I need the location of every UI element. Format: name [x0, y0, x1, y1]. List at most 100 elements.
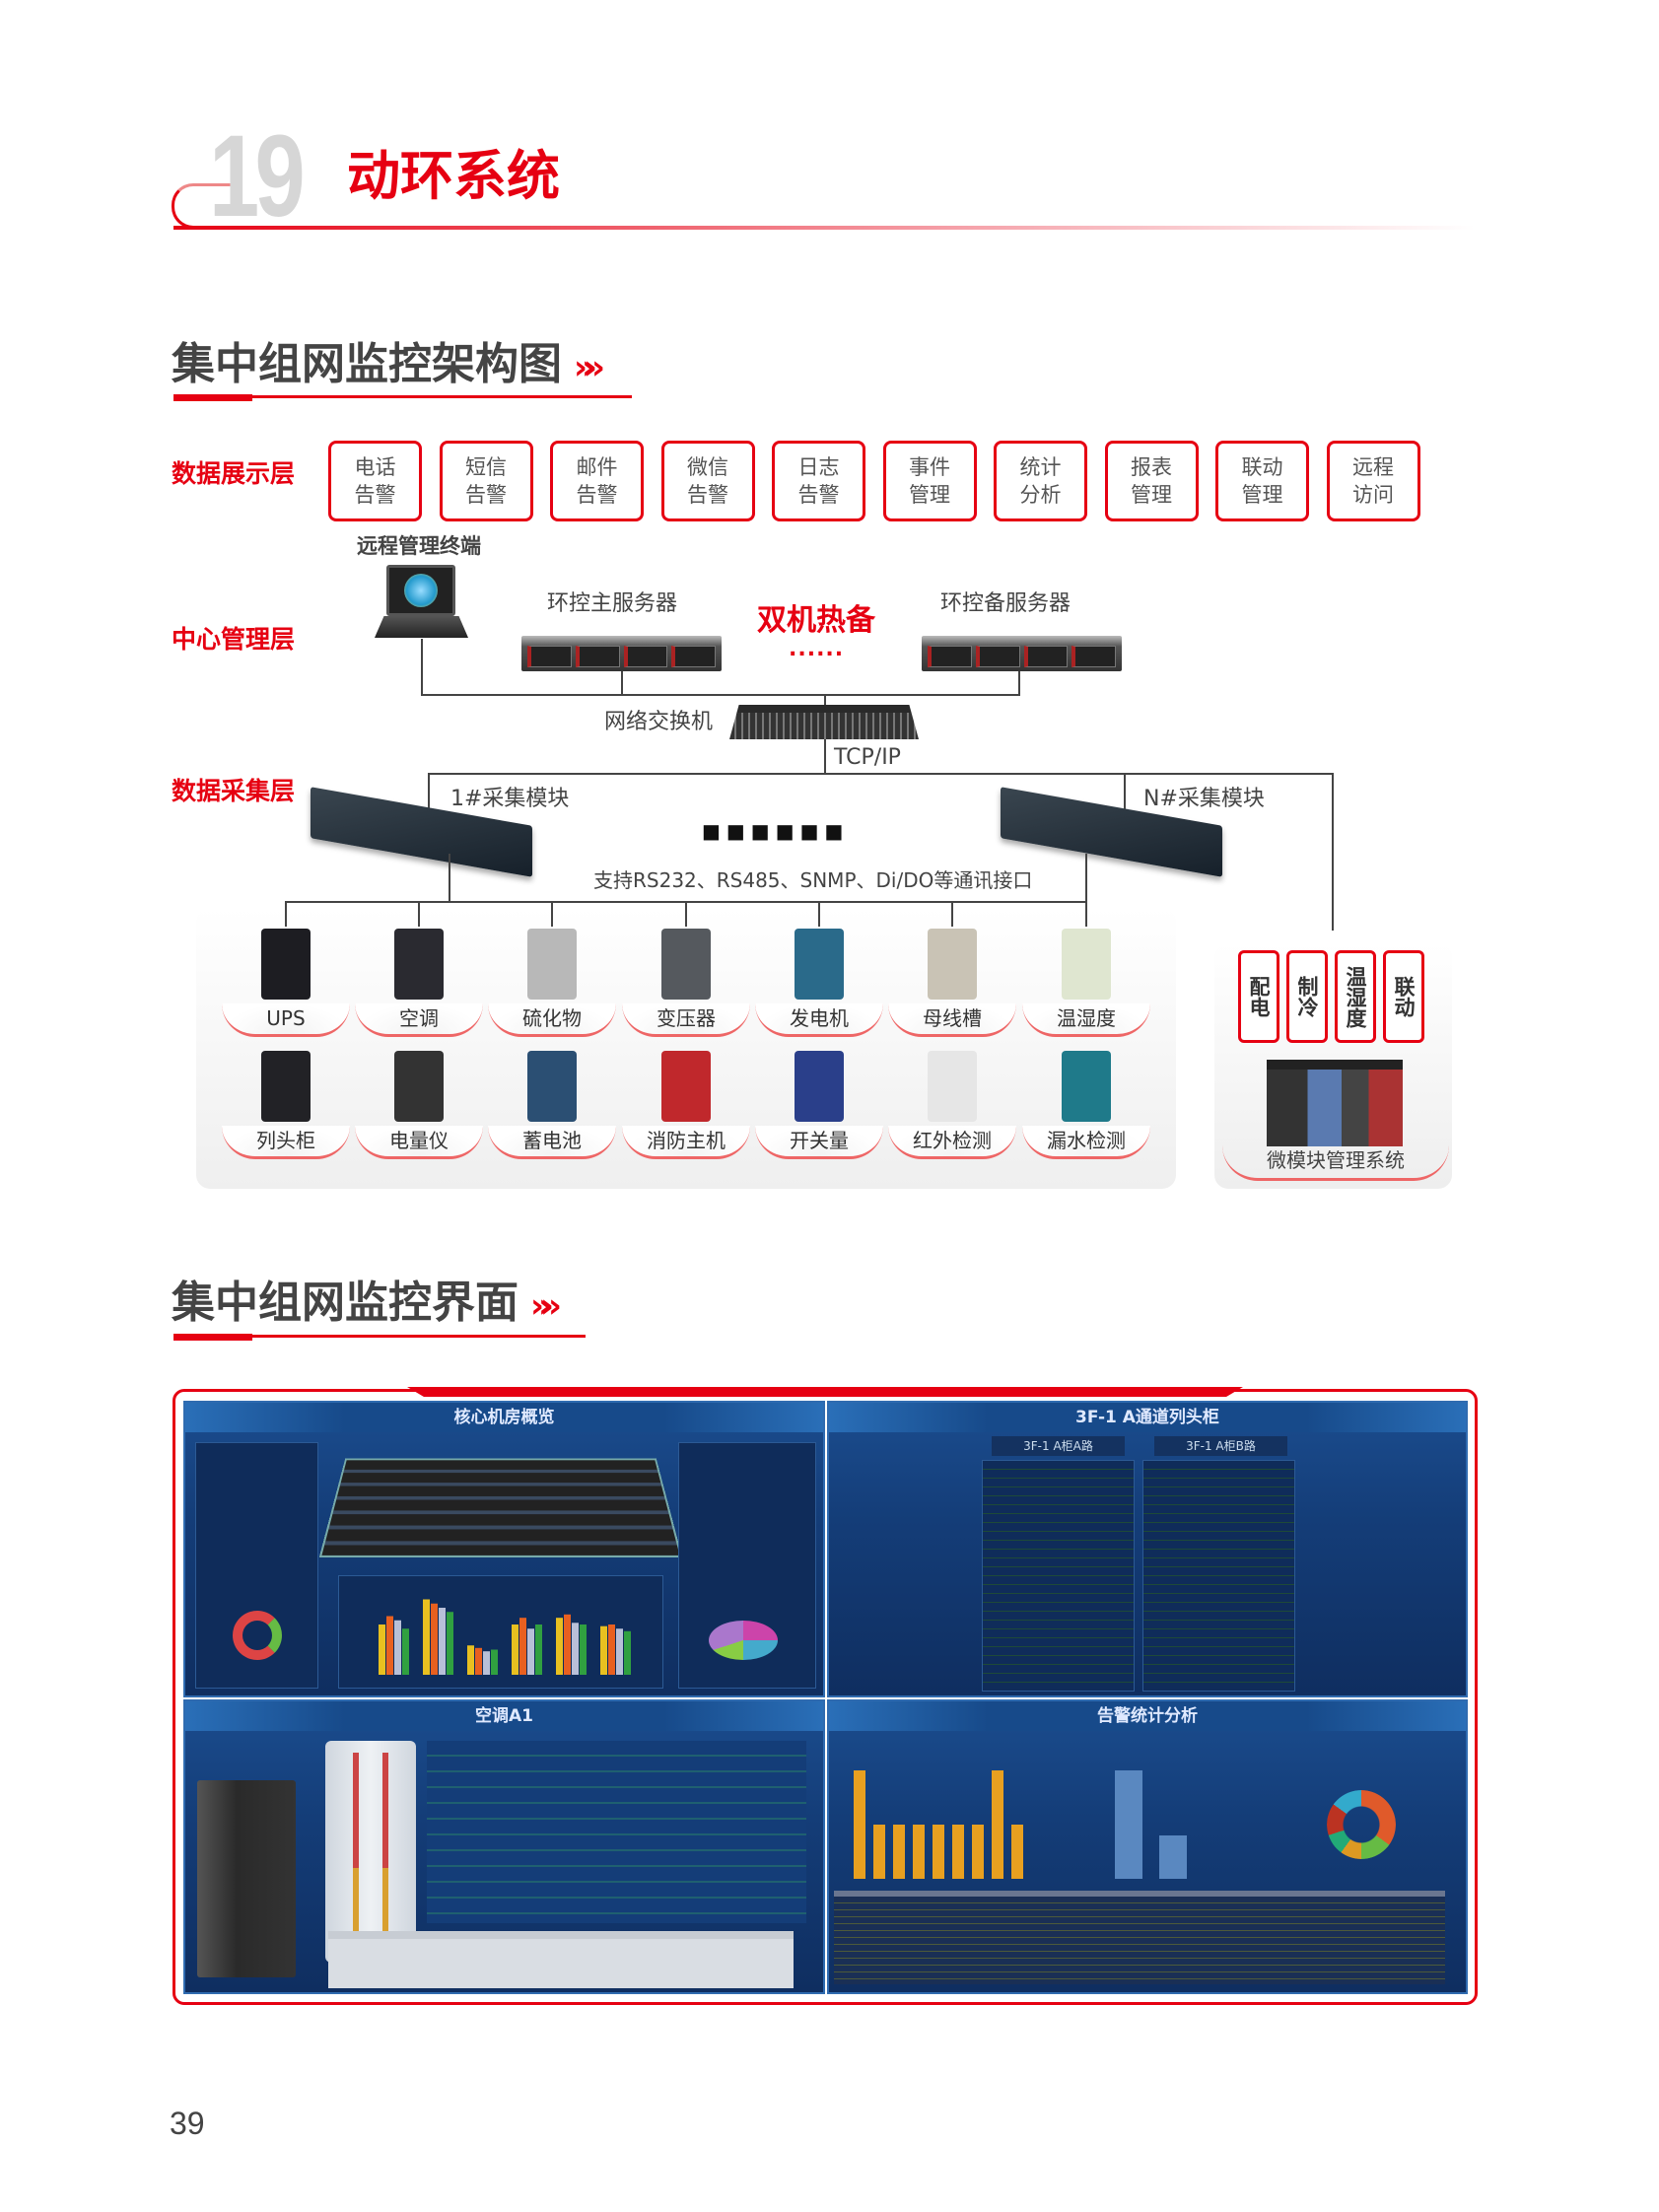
- overview-bar: [394, 1620, 401, 1675]
- function-box: 短信告警: [439, 441, 533, 521]
- overview-bar-chart: [338, 1575, 663, 1689]
- thermometer-gauge: [325, 1741, 416, 1963]
- function-box-line1: 统计: [1019, 455, 1062, 479]
- moduleN-label: N#采集模块: [1143, 787, 1265, 811]
- overview-bar: [386, 1616, 393, 1675]
- section-title: 集中组网监控界面: [172, 1278, 518, 1328]
- function-box-line1: 电话: [354, 455, 396, 479]
- overview-bar: [519, 1618, 526, 1675]
- overview-bar: [467, 1645, 474, 1675]
- function-box-line2: 管理: [909, 483, 950, 507]
- device-label: 空调: [355, 1003, 483, 1037]
- device-item: 空调: [355, 929, 483, 1042]
- overview-bar: [600, 1625, 607, 1675]
- hot-standby-dots: ......: [789, 637, 845, 661]
- dashboard-panel-air-conditioner: 空调A1: [183, 1699, 825, 1994]
- function-box: 日志告警: [772, 441, 865, 521]
- function-box-line1: 日志: [797, 455, 840, 479]
- device-item: 消防主机: [622, 1051, 750, 1164]
- device-icon: [661, 929, 711, 1000]
- alarm-type-bar: [972, 1825, 984, 1879]
- page-number: 39: [170, 2106, 205, 2141]
- browser-icon: [404, 574, 438, 607]
- cabinet-a-route-header: 3F-1 A柜A路: [992, 1436, 1125, 1456]
- alarm-level-chart: [1115, 1770, 1187, 1879]
- function-box-line1: 联动: [1241, 455, 1283, 479]
- overview-bar: [572, 1623, 579, 1675]
- chapter-number: 19: [209, 111, 306, 242]
- panel-title: 告警统计分析: [829, 1701, 1466, 1731]
- connector-line: [818, 901, 820, 927]
- dashboard-panel-column-cabinet: 3F-1 A通道列头柜 3F-1 A柜A路 3F-1 A柜B路: [827, 1401, 1468, 1697]
- layer-label-display: 数据展示层: [172, 459, 296, 488]
- device-icon: [661, 1051, 711, 1122]
- section-underline: [173, 1335, 586, 1338]
- section-title: 集中组网监控架构图: [172, 339, 562, 389]
- section-underline-accent: [173, 1334, 252, 1341]
- function-box-line1: 短信: [465, 455, 507, 479]
- device-label: 温湿度: [1022, 1003, 1150, 1037]
- module1-label: 1#采集模块: [450, 787, 570, 811]
- device-label: 母线槽: [888, 1003, 1016, 1037]
- main-server-icon: [521, 636, 722, 671]
- function-box-line2: 告警: [354, 483, 396, 507]
- overview-bar: [431, 1603, 438, 1675]
- cabinet-b-route-header: 3F-1 A柜B路: [1154, 1436, 1287, 1456]
- temperature-bar: [353, 1753, 359, 1945]
- device-label: UPS: [222, 1003, 350, 1037]
- overview-bar: [475, 1647, 482, 1675]
- section-underline-accent: [173, 394, 252, 401]
- function-box: 微信告警: [660, 441, 755, 521]
- device-label: 消防主机: [622, 1126, 750, 1159]
- device-item: 变压器: [622, 929, 750, 1042]
- protocol-label: TCP/IP: [834, 745, 901, 770]
- dashboard-panel-overview: 核心机房概览: [183, 1401, 825, 1697]
- function-box-line1: 微信: [687, 455, 728, 479]
- main-server-label: 环控主服务器: [547, 591, 678, 616]
- device-icon: [394, 1051, 444, 1122]
- alarm-type-bar: [854, 1770, 865, 1879]
- overview-bar: [616, 1628, 623, 1675]
- alarm-type-bar: [1011, 1825, 1023, 1879]
- layer-label-center: 中心管理层: [172, 625, 296, 654]
- function-box: 电话告警: [328, 441, 422, 521]
- device-icon: [795, 929, 844, 1000]
- device-label: 漏水检测: [1022, 1126, 1150, 1159]
- section-underline: [173, 395, 632, 398]
- panel-title: 3F-1 A通道列头柜: [829, 1403, 1466, 1432]
- micro-module-icon: [1267, 1060, 1403, 1146]
- overview-bar: [535, 1624, 542, 1675]
- connector-line: [285, 901, 287, 927]
- remote-terminal-label: 远程管理终端: [357, 534, 481, 558]
- function-box-line2: 分析: [1019, 483, 1062, 507]
- overview-bar: [491, 1649, 498, 1675]
- alarm-type-bar: [933, 1825, 944, 1879]
- connector-line: [685, 901, 687, 927]
- room-3d-view: [318, 1458, 683, 1558]
- device-label: 发电机: [755, 1003, 883, 1037]
- overview-bar: [580, 1624, 587, 1675]
- function-box: 统计分析: [994, 441, 1087, 521]
- section-heading-interface: 集中组网监控界面»»: [172, 1278, 562, 1328]
- cabinet-a-table: [982, 1460, 1135, 1692]
- device-icon: [394, 929, 444, 1000]
- alarm-type-bar: [952, 1825, 964, 1879]
- connector-line: [824, 694, 826, 708]
- micro-module-tag: 制冷: [1286, 950, 1328, 1043]
- function-box-line1: 报表: [1131, 455, 1172, 479]
- device-item: 开关量: [755, 1051, 883, 1164]
- device-icon: [527, 929, 577, 1000]
- alarm-type-bar: [893, 1825, 905, 1879]
- device-label: 电量仪: [355, 1126, 483, 1159]
- panel-title: 空调A1: [185, 1701, 823, 1731]
- function-box-line2: 管理: [1241, 483, 1283, 507]
- header-divider: [173, 226, 1475, 230]
- function-box: 事件管理: [882, 441, 977, 521]
- laptop-keyboard: [375, 616, 468, 638]
- device-icon: [527, 1051, 577, 1122]
- device-icon: [795, 1051, 844, 1122]
- switch-label: 网络交换机: [604, 710, 714, 734]
- connector-line: [428, 773, 430, 812]
- device-icon: [1062, 929, 1111, 1000]
- function-box: 远程访问: [1326, 441, 1420, 521]
